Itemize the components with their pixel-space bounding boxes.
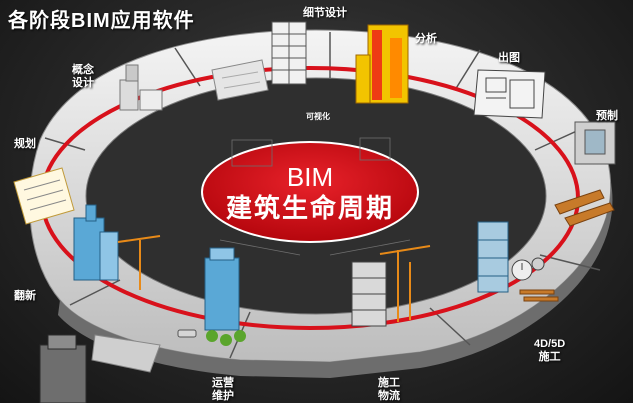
label-4d5d-line-1: 4D/5D: [534, 338, 566, 350]
label-analysis: 分析: [415, 33, 437, 45]
label-construction-line-1: 施工: [378, 377, 400, 389]
building-icon: [351, 261, 387, 327]
center-label: BIM 建筑生命周期: [205, 145, 415, 241]
page-title: 各阶段BIM应用软件: [8, 10, 195, 32]
beam-icon: [554, 121, 616, 227]
crane-icon: [379, 245, 431, 322]
center-ellipse: [201, 141, 419, 243]
building-icon: [119, 64, 163, 111]
track-tongue: [91, 334, 161, 373]
wireframe-sketch: [219, 137, 411, 256]
blueprint-icon: [211, 59, 269, 101]
blueprint-icon: [473, 69, 546, 119]
stopwatch-icon: [511, 257, 545, 281]
building-icon: [271, 21, 307, 85]
label-concept-design: 概念 设计: [72, 64, 94, 90]
building-icon: [39, 334, 87, 403]
label-renovation: 翻新: [14, 290, 36, 302]
building-icon: [73, 204, 119, 281]
car-icon: [177, 329, 197, 338]
label-concept-line-1: 概念: [72, 64, 94, 76]
label-drawing: 出图: [498, 52, 520, 64]
center-line-2: 建筑生命周期: [225, 193, 394, 223]
crane-icon: [117, 235, 161, 290]
label-4d5d-construction: 4D/5D 施工: [534, 338, 565, 364]
label-planning: 规划: [14, 138, 36, 150]
beam-icon: [519, 289, 559, 302]
label-visualization: 可视化: [306, 112, 330, 121]
label-construction-logistics: 施工 物流: [378, 377, 400, 403]
label-operation-line-1: 运营: [212, 377, 234, 389]
label-construction-line-2: 物流: [378, 390, 400, 402]
label-operation: 运营 维护: [212, 377, 234, 403]
tree-icon: [206, 330, 246, 346]
label-prefab: 预制: [596, 110, 618, 122]
building-icon: [477, 221, 509, 293]
building-icon: [355, 24, 409, 104]
label-detail-design: 细节设计: [303, 7, 347, 19]
label-4d5d-line-2: 施工: [538, 351, 561, 363]
checklist-icon: [13, 167, 75, 225]
building-icon: [204, 247, 240, 331]
label-concept-line-2: 设计: [72, 77, 94, 89]
label-operation-line-2: 维护: [212, 390, 234, 402]
center-line-1: BIM: [286, 162, 334, 192]
